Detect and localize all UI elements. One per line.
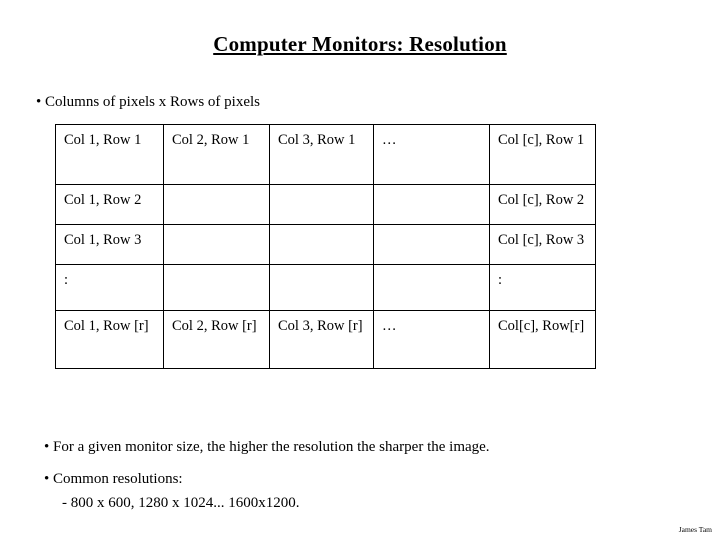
cell-r0c2: Col 3, Row 1 (269, 124, 374, 185)
cell-r1c1 (163, 184, 270, 225)
cell-r1c2 (269, 184, 374, 225)
cell-r4c3: … (373, 310, 490, 369)
cell-r3c0: : (55, 264, 164, 311)
cell-r3c1 (163, 264, 270, 311)
cell-r1c4: Col [c], Row 2 (489, 184, 596, 225)
cell-r2c4: Col [c], Row 3 (489, 224, 596, 265)
cell-r0c4: Col [c], Row 1 (489, 124, 596, 185)
bullet-common-resolutions: • Common resolutions: (44, 471, 183, 487)
cell-r3c4: : (489, 264, 596, 311)
pixel-grid-table: Col 1, Row 1 Col 2, Row 1 Col 3, Row 1 …… (55, 124, 596, 369)
table-row: Col 1, Row 2 Col [c], Row 2 (55, 184, 596, 225)
sub-bullet-resolution-list: - 800 x 600, 1280 x 1024... 1600x1200. (62, 495, 300, 511)
cell-r1c3 (373, 184, 490, 225)
table-row: Col 1, Row [r] Col 2, Row [r] Col 3, Row… (55, 310, 596, 369)
cell-r3c2 (269, 264, 374, 311)
cell-r0c3: … (373, 124, 490, 185)
cell-r0c0: Col 1, Row 1 (55, 124, 164, 185)
cell-r4c2: Col 3, Row [r] (269, 310, 374, 369)
table-row: Col 1, Row 3 Col [c], Row 3 (55, 224, 596, 265)
cell-r4c0: Col 1, Row [r] (55, 310, 164, 369)
cell-r2c0: Col 1, Row 3 (55, 224, 164, 265)
cell-r3c3 (373, 264, 490, 311)
cell-r2c2 (269, 224, 374, 265)
bullet-monitor-size: • For a given monitor size, the higher t… (44, 439, 490, 455)
cell-r2c3 (373, 224, 490, 265)
table-row: : : (55, 264, 596, 311)
cell-r4c4: Col[c], Row[r] (489, 310, 596, 369)
cell-r1c0: Col 1, Row 2 (55, 184, 164, 225)
cell-r2c1 (163, 224, 270, 265)
page-title: Computer Monitors: Resolution (213, 32, 507, 56)
bullet-columns-rows: • Columns of pixels x Rows of pixels (36, 94, 261, 110)
cell-r4c1: Col 2, Row [r] (163, 310, 270, 369)
cell-r0c1: Col 2, Row 1 (163, 124, 270, 185)
table-row: Col 1, Row 1 Col 2, Row 1 Col 3, Row 1 …… (55, 124, 596, 185)
author-footer: James Tam (678, 525, 712, 534)
